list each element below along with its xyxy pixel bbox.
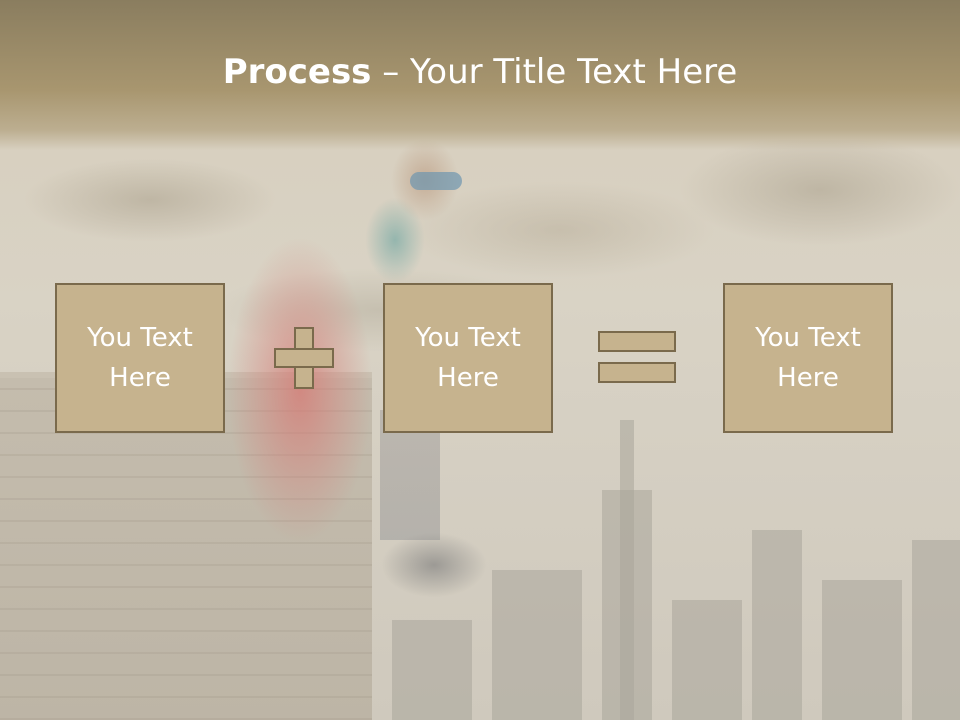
text-box-3-line1: You Text bbox=[755, 323, 861, 353]
sneaker bbox=[372, 525, 497, 605]
text-box-2[interactable]: You Text Here bbox=[383, 283, 553, 433]
text-box-1[interactable]: You Text Here bbox=[55, 283, 225, 433]
title-rest: – Your Title Text Here bbox=[371, 52, 738, 92]
blue-mask bbox=[410, 172, 462, 190]
slide-title[interactable]: Process – Your Title Text Here bbox=[0, 52, 960, 92]
title-bold: Process bbox=[222, 52, 372, 92]
text-box-2-content: You Text Here bbox=[393, 318, 543, 398]
plus-icon bbox=[274, 327, 334, 389]
equals-icon bbox=[598, 331, 676, 383]
text-box-1-line1: You Text bbox=[87, 323, 193, 353]
text-box-2-line2: Here bbox=[437, 363, 499, 393]
text-box-1-line2: Here bbox=[109, 363, 171, 393]
text-box-3-line2: Here bbox=[777, 363, 839, 393]
text-box-2-line1: You Text bbox=[415, 323, 521, 353]
text-box-3[interactable]: You Text Here bbox=[723, 283, 893, 433]
text-box-1-content: You Text Here bbox=[65, 318, 215, 398]
city-skyline bbox=[372, 420, 960, 720]
text-box-3-content: You Text Here bbox=[733, 318, 883, 398]
